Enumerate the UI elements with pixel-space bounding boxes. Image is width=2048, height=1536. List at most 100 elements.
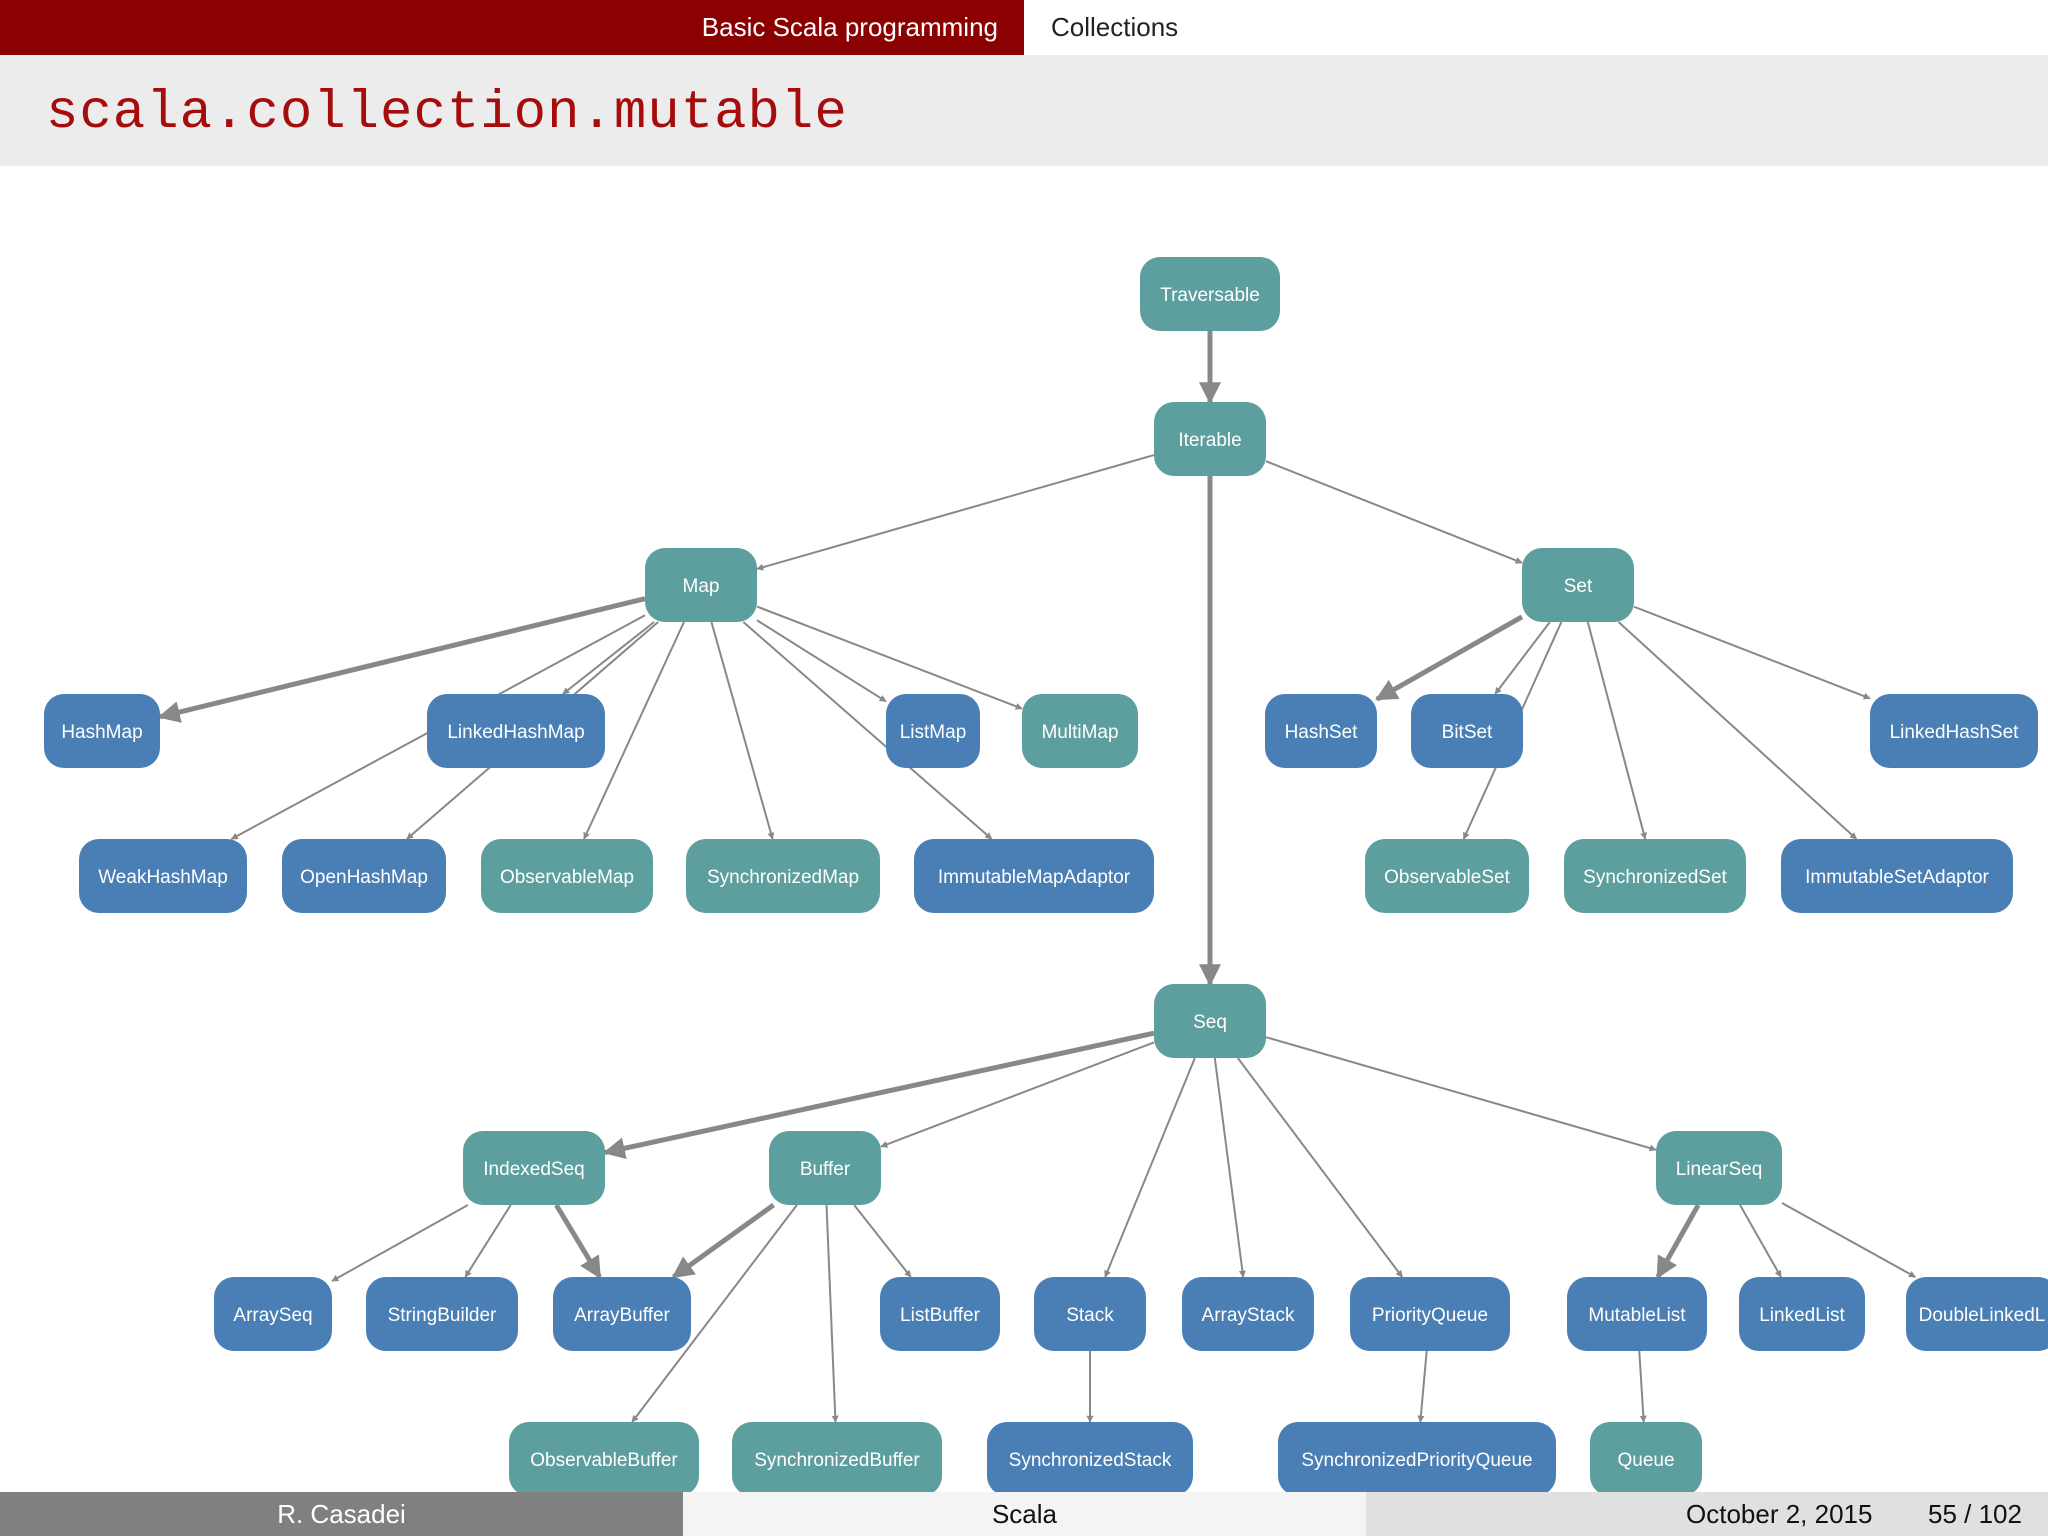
node-label: Set <box>1564 576 1593 597</box>
node-box <box>1265 694 1377 768</box>
edge-priorityqueue-to-synchronizedpriorityqueue <box>1417 1350 1428 1423</box>
node-priorityqueue[interactable]: PriorityQueue <box>1350 1277 1510 1351</box>
node-label: ImmutableSetAdaptor <box>1805 867 1989 888</box>
node-bitset[interactable]: BitSet <box>1411 694 1523 768</box>
node-hashmap[interactable]: HashMap <box>44 694 160 768</box>
node-label: WeakHashMap <box>98 867 228 888</box>
node-synchronizedstack[interactable]: SynchronizedStack <box>987 1422 1193 1496</box>
section-label[interactable]: Basic Scala programming <box>0 0 1024 55</box>
edge-seq-to-indexedseq <box>602 1030 1155 1160</box>
edge-iterable-to-set <box>1265 460 1523 564</box>
node-synchronizedset[interactable]: SynchronizedSet <box>1564 839 1746 913</box>
edge-buffer-to-observablebuffer <box>631 1204 798 1423</box>
node-set[interactable]: Set <box>1522 548 1634 622</box>
node-label: DoubleLinkedL <box>1919 1305 2046 1326</box>
edge-map-to-linkedhashmap <box>562 621 655 695</box>
node-indexedseq[interactable]: IndexedSeq <box>463 1131 605 1205</box>
node-label: Iterable <box>1178 430 1241 451</box>
node-label: ListBuffer <box>900 1305 981 1326</box>
node-map[interactable]: Map <box>645 548 757 622</box>
node-openhashmap[interactable]: OpenHashMap <box>282 839 446 913</box>
node-listmap[interactable]: ListMap <box>886 694 980 768</box>
edge-set-to-synchronizedset <box>1586 621 1647 840</box>
edge-seq-to-stack <box>1104 1057 1196 1278</box>
node-linearseq[interactable]: LinearSeq <box>1656 1131 1782 1205</box>
node-box <box>44 694 160 768</box>
node-box <box>282 839 446 913</box>
node-linkedhashmap[interactable]: LinkedHashMap <box>427 694 605 768</box>
node-weakhashmap[interactable]: WeakHashMap <box>79 839 247 913</box>
node-label: MultiMap <box>1041 722 1118 743</box>
node-box <box>987 1422 1193 1496</box>
node-box <box>1034 1277 1146 1351</box>
node-label: ObservableMap <box>500 867 634 888</box>
edge-map-to-listmap <box>756 619 887 703</box>
node-queue[interactable]: Queue <box>1590 1422 1702 1496</box>
node-label: ArrayStack <box>1202 1305 1295 1326</box>
footer-date: October 2, 2015 <box>1686 1498 1873 1529</box>
node-box <box>1154 402 1266 476</box>
node-label: HashMap <box>61 722 142 743</box>
node-observableset[interactable]: ObservableSet <box>1365 839 1529 913</box>
edge-linearseq-to-mutablelist <box>1655 1203 1701 1279</box>
node-box <box>1781 839 2013 913</box>
node-label: Seq <box>1193 1012 1227 1033</box>
edge-iterable-to-map <box>756 454 1155 571</box>
node-buffer[interactable]: Buffer <box>769 1131 881 1205</box>
slide-title: scala.collection.mutable <box>46 83 848 144</box>
footer-topic: Scala <box>683 1492 1366 1536</box>
edge-map-to-multimap <box>756 605 1023 710</box>
node-box <box>1906 1277 2048 1351</box>
node-stack[interactable]: Stack <box>1034 1277 1146 1351</box>
node-label: SynchronizedMap <box>707 867 859 888</box>
edge-set-to-hashset <box>1375 614 1524 702</box>
node-label: SynchronizedBuffer <box>754 1450 920 1471</box>
subsection-label[interactable]: Collections <box>1024 0 2048 55</box>
node-immutablemapadaptor[interactable]: ImmutableMapAdaptor <box>914 839 1154 913</box>
node-linkedlist[interactable]: LinkedList <box>1739 1277 1865 1351</box>
edge-linearseq-to-doublelinkedlist <box>1781 1202 1916 1278</box>
node-arrayseq[interactable]: ArraySeq <box>214 1277 332 1351</box>
slide-footer: R. Casadei Scala October 2, 2015 55 / 10… <box>0 1492 2048 1536</box>
node-box <box>1870 694 2038 768</box>
node-traversable[interactable]: Traversable <box>1140 257 1280 331</box>
node-box <box>427 694 605 768</box>
node-multimap[interactable]: MultiMap <box>1022 694 1138 768</box>
node-doublelinkedlist[interactable]: DoubleLinkedL <box>1906 1277 2048 1351</box>
node-box <box>886 694 980 768</box>
node-seq[interactable]: Seq <box>1154 984 1266 1058</box>
node-observablebuffer[interactable]: ObservableBuffer <box>509 1422 699 1496</box>
edge-set-to-immutablesetadaptor <box>1617 621 1858 840</box>
node-label: Buffer <box>800 1159 851 1180</box>
slide-title-bar: scala.collection.mutable <box>0 55 2048 166</box>
node-arraystack[interactable]: ArrayStack <box>1182 1277 1314 1351</box>
node-box <box>1411 694 1523 768</box>
footer-page-number: 55 / 102 <box>1928 1498 2022 1529</box>
node-iterable[interactable]: Iterable <box>1154 402 1266 476</box>
node-observablemap[interactable]: ObservableMap <box>481 839 653 913</box>
node-synchronizedmap[interactable]: SynchronizedMap <box>686 839 880 913</box>
node-box <box>914 839 1154 913</box>
node-box <box>1140 257 1280 331</box>
node-stringbuilder[interactable]: StringBuilder <box>366 1277 518 1351</box>
node-listbuffer[interactable]: ListBuffer <box>880 1277 1000 1351</box>
node-label: PriorityQueue <box>1372 1305 1488 1326</box>
node-mutablelist[interactable]: MutableList <box>1567 1277 1707 1351</box>
node-immutablesetadaptor[interactable]: ImmutableSetAdaptor <box>1781 839 2013 913</box>
edge-map-to-observablemap <box>583 621 685 840</box>
node-linkedhashset[interactable]: LinkedHashSet <box>1870 694 2038 768</box>
node-synchronizedbuffer[interactable]: SynchronizedBuffer <box>732 1422 942 1496</box>
node-label: StringBuilder <box>388 1305 497 1326</box>
edge-linearseq-to-linkedlist <box>1739 1204 1782 1278</box>
node-box <box>1522 548 1634 622</box>
node-label: IndexedSeq <box>483 1159 584 1180</box>
node-label: ArraySeq <box>233 1305 312 1326</box>
node-arraybuffer[interactable]: ArrayBuffer <box>553 1277 691 1351</box>
node-box <box>1567 1277 1707 1351</box>
node-synchronizedpriorityqueue[interactable]: SynchronizedPriorityQueue <box>1278 1422 1556 1496</box>
node-label: BitSet <box>1442 722 1493 743</box>
node-box <box>1656 1131 1782 1205</box>
edge-map-to-immutablemapadaptor <box>742 621 993 840</box>
node-box <box>686 839 880 913</box>
node-hashset[interactable]: HashSet <box>1265 694 1377 768</box>
